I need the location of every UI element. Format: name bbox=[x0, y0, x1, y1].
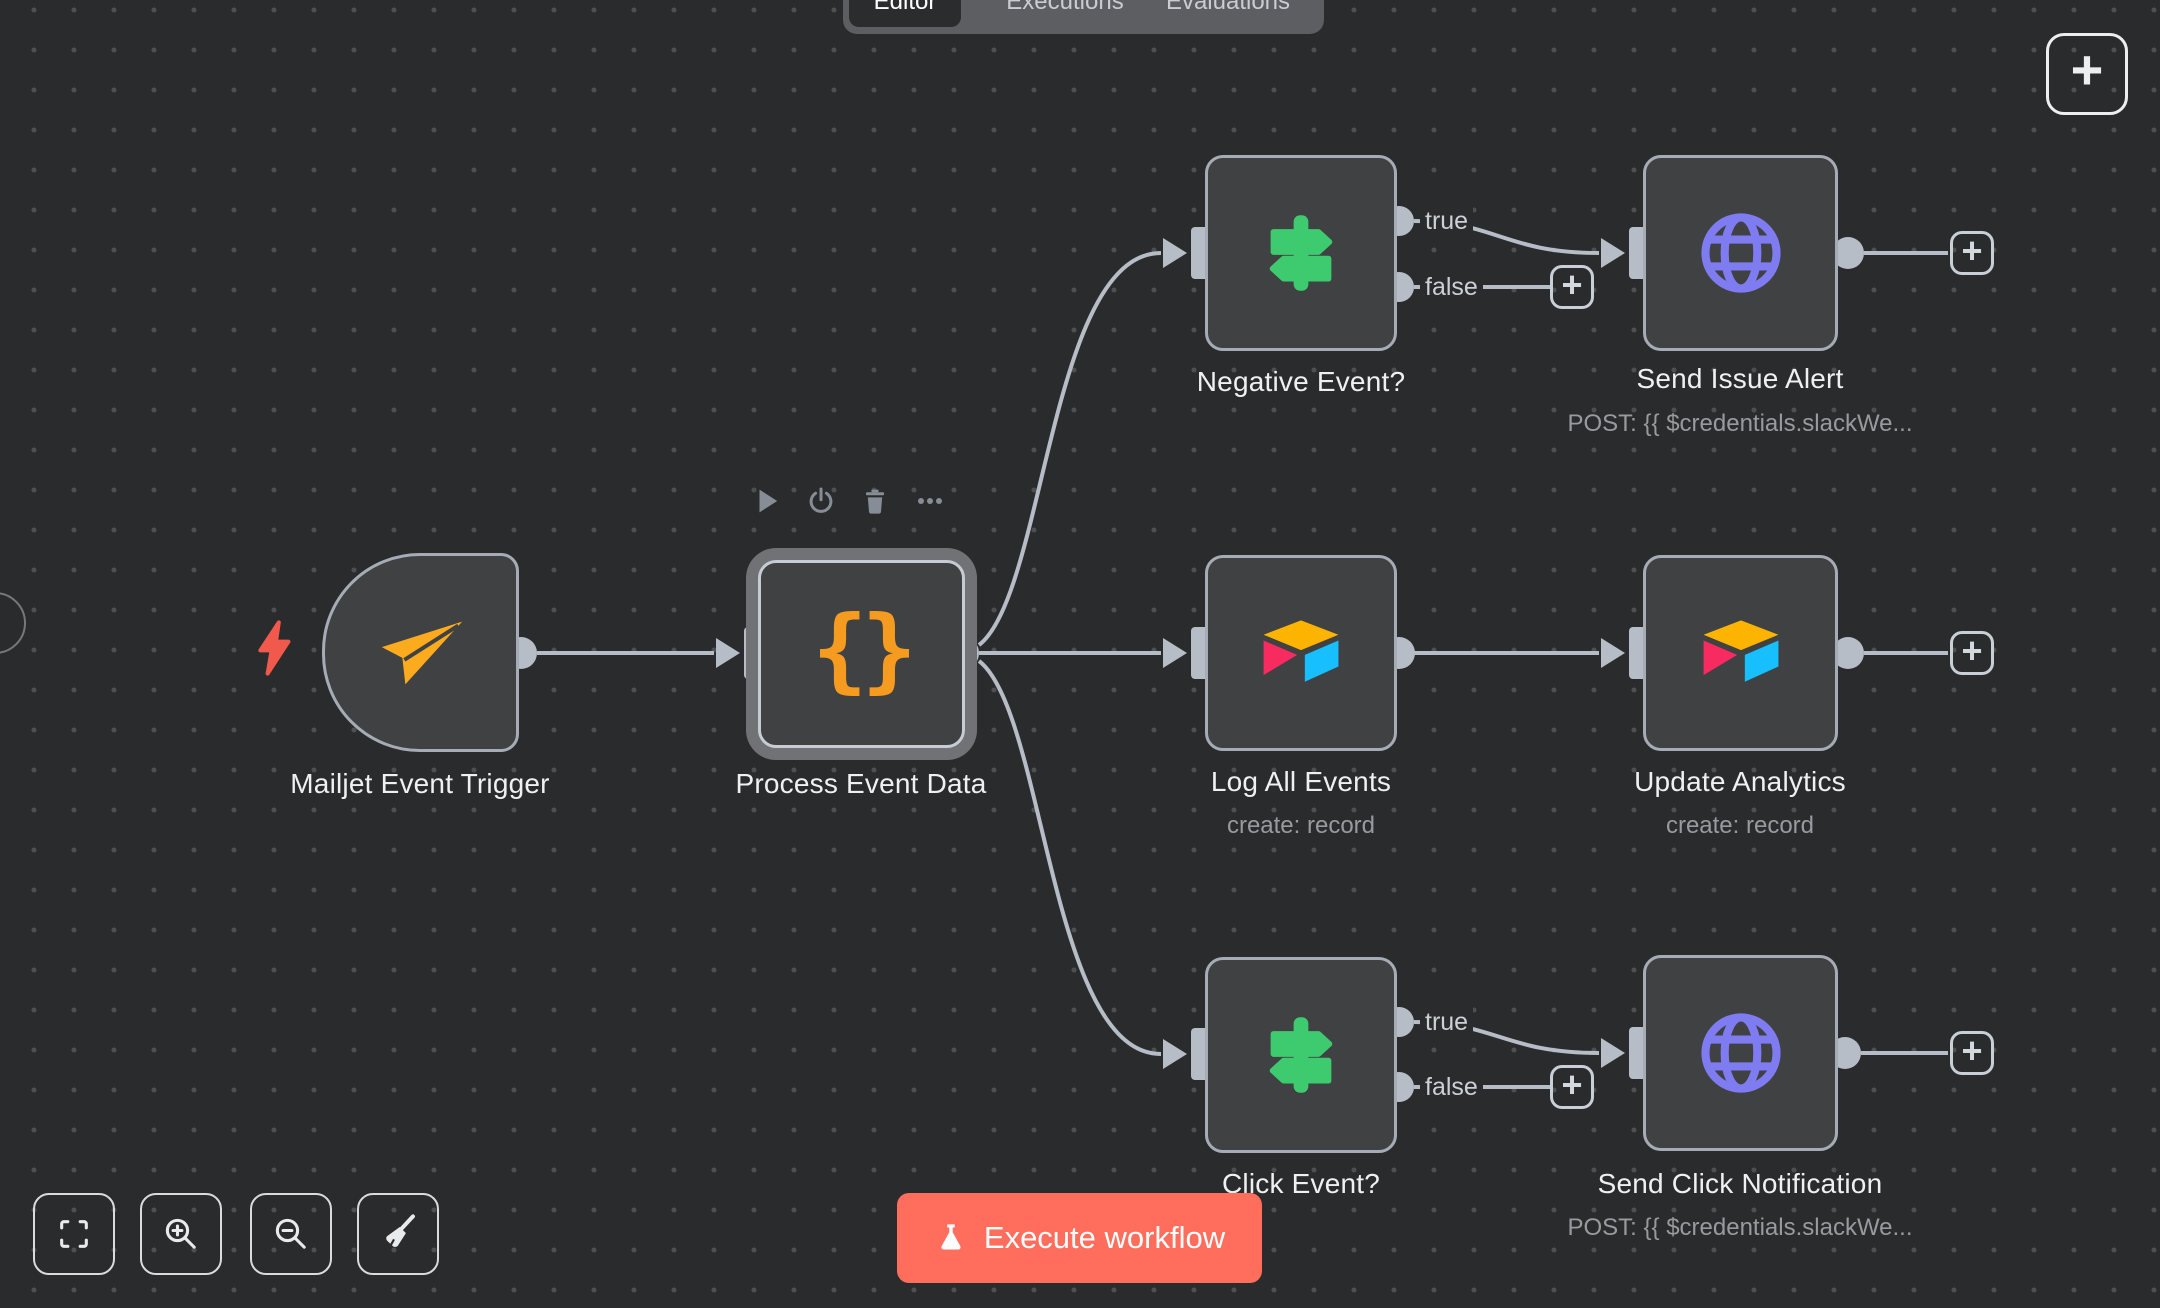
if-signpost-icon bbox=[1269, 1017, 1333, 1093]
add-node-button[interactable]: + bbox=[2046, 33, 2128, 115]
node-log-all-events[interactable] bbox=[1205, 555, 1397, 751]
node-process-event-data[interactable]: {} bbox=[758, 560, 965, 748]
broom-icon bbox=[386, 1214, 415, 1248]
code-icon: {} bbox=[812, 595, 917, 703]
plus-icon: + bbox=[1561, 264, 1583, 305]
plus-icon: + bbox=[1961, 1030, 1983, 1071]
node-send-issue-alert[interactable] bbox=[1643, 155, 1838, 351]
zoom-out-button[interactable] bbox=[250, 1193, 332, 1275]
plus-icon: + bbox=[1561, 1064, 1583, 1105]
http-globe-icon bbox=[1700, 213, 1781, 293]
node-label: Log All Events bbox=[1210, 766, 1392, 797]
node-mailjet-event-trigger[interactable] bbox=[322, 553, 519, 752]
zoom-out-icon bbox=[275, 1218, 306, 1249]
trash-icon[interactable] bbox=[860, 486, 890, 516]
add-node-button[interactable]: + bbox=[1950, 1031, 1994, 1075]
tab-evaluations[interactable]: Evaluations bbox=[1158, 0, 1298, 34]
node-label: Send Issue Alert bbox=[1636, 363, 1844, 394]
branch-label-true: true bbox=[1420, 205, 1474, 237]
airtable-icon bbox=[1263, 620, 1339, 682]
execute-workflow-button[interactable]: Execute workflow bbox=[897, 1193, 1262, 1283]
add-node-button[interactable]: + bbox=[1950, 631, 1994, 675]
node-toolbar bbox=[752, 486, 946, 516]
tab-executions-label: Executions bbox=[1006, 0, 1124, 15]
node-click-event[interactable] bbox=[1205, 957, 1397, 1153]
tab-editor-label: Editor bbox=[873, 0, 937, 15]
plus-icon: + bbox=[2070, 38, 2104, 101]
output-handle[interactable] bbox=[1832, 237, 1864, 269]
ellipsis-icon[interactable] bbox=[914, 486, 946, 516]
output-handle[interactable] bbox=[1832, 637, 1864, 669]
tab-evaluations-label: Evaluations bbox=[1165, 0, 1291, 15]
node-negative-event[interactable] bbox=[1205, 155, 1397, 351]
if-signpost-icon bbox=[1269, 215, 1333, 291]
flask-icon bbox=[941, 1224, 961, 1250]
mailjet-icon bbox=[381, 621, 462, 684]
node-update-analytics[interactable] bbox=[1643, 555, 1838, 751]
fit-view-button[interactable] bbox=[33, 1193, 115, 1275]
node-subtitle: POST: {{ $credentials.slackWe... bbox=[1567, 410, 1913, 437]
http-globe-icon bbox=[1700, 1013, 1781, 1093]
zoom-in-button[interactable] bbox=[140, 1193, 222, 1275]
tab-executions[interactable]: Executions bbox=[982, 0, 1148, 34]
tidy-up-button[interactable] bbox=[357, 1193, 439, 1275]
node-subtitle: create: record bbox=[1665, 812, 1815, 839]
node-subtitle: create: record bbox=[1226, 812, 1376, 839]
trigger-lightning-icon bbox=[258, 620, 291, 676]
power-icon[interactable] bbox=[806, 486, 836, 516]
fit-view-icon bbox=[60, 1220, 88, 1248]
plus-icon: + bbox=[1961, 630, 1983, 671]
branch-label-false: false bbox=[1420, 1071, 1483, 1103]
branch-label-false: false bbox=[1420, 271, 1483, 303]
view-tabbar: Editor Executions Evaluations bbox=[843, 0, 1324, 34]
play-icon[interactable] bbox=[752, 486, 782, 516]
add-node-button[interactable]: + bbox=[1950, 231, 1994, 275]
connection-edge bbox=[977, 251, 1162, 647]
zoom-in-icon bbox=[165, 1218, 196, 1249]
node-label: Process Event Data bbox=[735, 768, 987, 799]
add-node-from-false-button[interactable]: + bbox=[1550, 265, 1594, 309]
node-subtitle: POST: {{ $credentials.slackWe... bbox=[1567, 1214, 1913, 1241]
tab-editor[interactable]: Editor bbox=[849, 0, 961, 27]
node-label: Mailjet Event Trigger bbox=[290, 768, 550, 799]
node-label: Negative Event? bbox=[1196, 366, 1406, 397]
node-label: Send Click Notification bbox=[1597, 1168, 1883, 1199]
plus-icon: + bbox=[1961, 230, 1983, 271]
branch-label-true: true bbox=[1420, 1006, 1474, 1038]
execute-workflow-label: Execute workflow bbox=[983, 1220, 1226, 1255]
node-label: Update Analytics bbox=[1634, 766, 1846, 797]
add-node-from-false-button[interactable]: + bbox=[1550, 1065, 1594, 1109]
airtable-icon bbox=[1703, 620, 1778, 682]
connection-edge bbox=[977, 659, 1162, 1056]
node-send-click-notification[interactable] bbox=[1643, 955, 1838, 1151]
